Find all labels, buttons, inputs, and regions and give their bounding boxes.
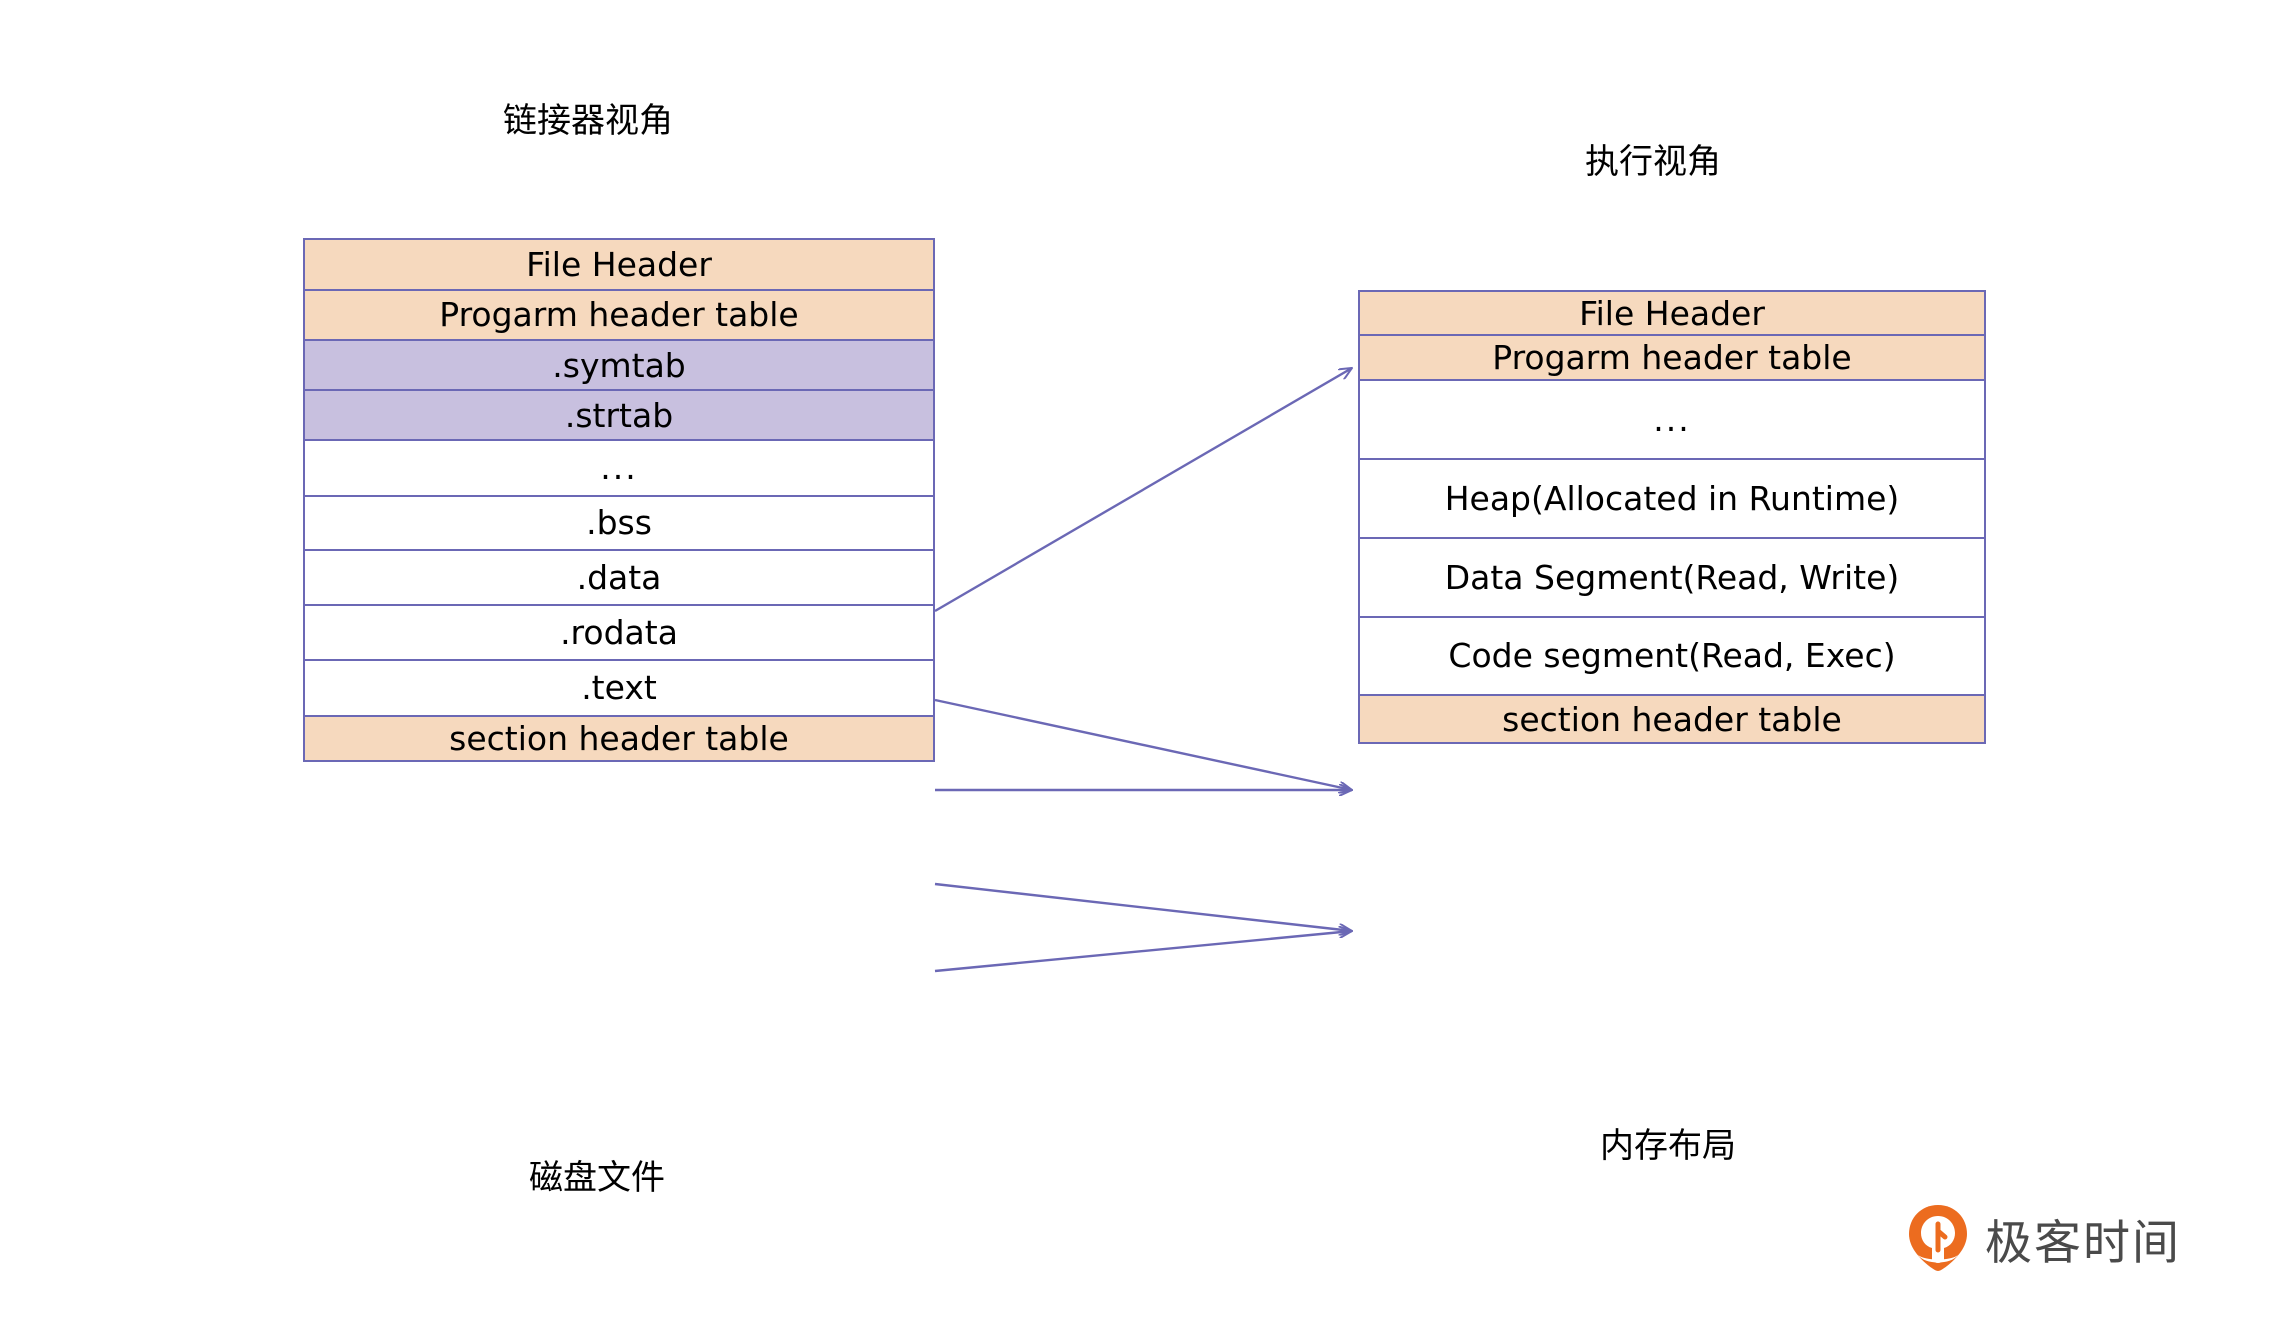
brand-watermark: 极客时间	[1905, 1203, 2181, 1273]
geektime-logo-icon	[1909, 1205, 1967, 1271]
linker-row-strtab: .strtab	[305, 391, 933, 442]
arrow-bss-to-data-segment	[934, 698, 1352, 790]
memory-layout-caption: 内存布局	[1600, 1126, 1736, 1166]
exec-row-code-segment: Code segment(Read, Exec)	[1360, 617, 1984, 697]
linker-row-symtab: .symtab	[305, 340, 933, 392]
linker-row-text: .text	[305, 661, 933, 717]
linker-row-rodata: .rodata	[305, 606, 933, 662]
linker-view-title: 链接器视角	[503, 101, 673, 141]
exec-row-section-header-table: section header table	[1360, 696, 1984, 742]
linker-row-section-header-table: section header table	[305, 716, 933, 760]
exec-row-ellipsis: ...	[1360, 380, 1984, 461]
exec-row-file-header: File Header	[1360, 292, 1984, 337]
exec-view-title: 执行视角	[1585, 142, 1721, 182]
exec-row-heap: Heap(Allocated in Runtime)	[1360, 460, 1984, 539]
arrow-ellipsis-to-ellipsis	[934, 368, 1352, 613]
disk-file-caption: 磁盘文件	[529, 1158, 665, 1198]
arrow-rodata-to-code-segment	[934, 882, 1352, 931]
brand-name: 极客时间	[1985, 1215, 2181, 1271]
linker-row-program-header-table: Progarm header table	[305, 290, 933, 341]
linker-row-ellipsis: ...	[305, 441, 933, 497]
linker-view-table: File Header Progarm header table .symtab…	[303, 238, 935, 762]
linker-row-data: .data	[305, 550, 933, 607]
linker-row-bss: .bss	[305, 496, 933, 551]
exec-row-program-header-table: Progarm header table	[1360, 336, 1984, 381]
exec-row-data-segment: Data Segment(Read, Write)	[1360, 538, 1984, 618]
exec-view-table: File Header Progarm header table ... Hea…	[1358, 290, 1986, 744]
linker-row-file-header: File Header	[305, 240, 933, 291]
arrow-text-to-code-segment	[934, 931, 1352, 973]
